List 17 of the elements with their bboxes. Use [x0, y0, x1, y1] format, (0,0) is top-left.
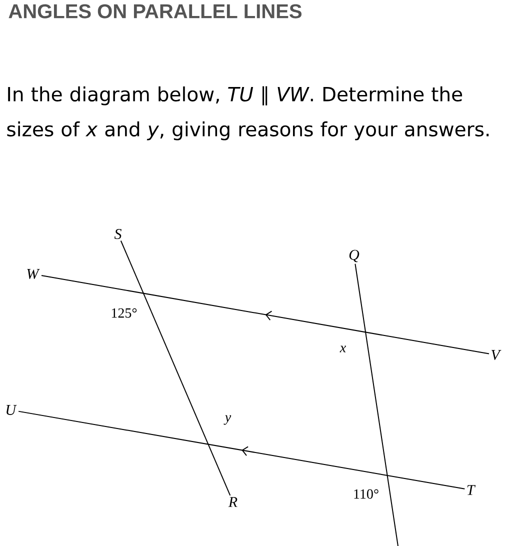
angle-label: 110°	[354, 489, 378, 499]
point-label: R	[228, 497, 238, 507]
point-label: Q	[349, 250, 360, 262]
parallel-line	[18, 410, 466, 490]
point-label: W	[27, 268, 40, 280]
heading: ANGLES ON PARALLEL LINES	[8, 4, 302, 18]
straight-line	[354, 263, 398, 546]
point-label: T	[467, 485, 476, 495]
point-label: S	[114, 228, 122, 240]
question-text: In the diagram below, TU ∥ VW. Determine the sizes of x and y, giving reasons for your answers.	[7, 86, 489, 140]
straight-line	[120, 240, 231, 496]
angle-label: y	[224, 415, 232, 425]
angle-label: 125°	[112, 308, 137, 318]
point-label: U	[6, 405, 17, 415]
parallel-line	[41, 274, 490, 354]
angle-label: x	[340, 346, 346, 352]
point-label: V	[491, 350, 502, 360]
